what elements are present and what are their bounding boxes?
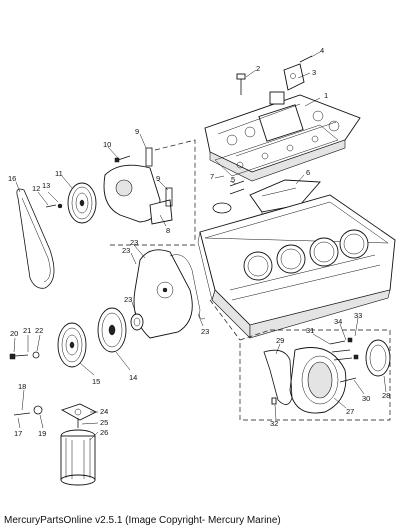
timing-cover-seal bbox=[130, 313, 144, 331]
callout-9-lower: 9 bbox=[156, 174, 160, 183]
engine-block bbox=[197, 194, 396, 339]
oil-filter bbox=[60, 429, 96, 486]
pulley-bolt bbox=[45, 203, 63, 209]
retainer-dowel bbox=[271, 397, 277, 405]
callout-24: 24 bbox=[100, 407, 108, 416]
crankshaft-pulley bbox=[57, 322, 87, 368]
callout-1: 1 bbox=[324, 91, 328, 100]
callout-2: 2 bbox=[256, 64, 260, 73]
timing-cover-gasket bbox=[169, 254, 206, 320]
callout-9-upper: 9 bbox=[135, 127, 139, 136]
assembly-boundaries bbox=[110, 139, 391, 421]
intake-manifold bbox=[204, 91, 361, 182]
callout-11: 11 bbox=[55, 169, 63, 178]
callout-30: 30 bbox=[362, 394, 370, 403]
callout-4: 4 bbox=[320, 46, 324, 55]
callout-23-b: 23 bbox=[130, 238, 138, 247]
callout-22: 22 bbox=[35, 326, 43, 335]
callout-27: 27 bbox=[346, 407, 354, 416]
harmonic-balancer bbox=[97, 307, 127, 353]
crank-pulley-bolt bbox=[9, 351, 40, 360]
callout-12: 12 bbox=[32, 184, 40, 193]
drive-belt bbox=[16, 188, 55, 289]
callout-5: 5 bbox=[231, 175, 235, 184]
manifold-gasket bbox=[214, 124, 339, 177]
callout-19: 19 bbox=[38, 429, 46, 438]
water-pump-gasket bbox=[145, 147, 173, 207]
callout-26: 26 bbox=[100, 428, 108, 437]
callout-21: 21 bbox=[23, 326, 31, 335]
callout-23-a: 23 bbox=[122, 246, 130, 255]
callout-20: 20 bbox=[10, 329, 18, 338]
callout-15: 15 bbox=[92, 377, 100, 386]
valley-seal-ring bbox=[212, 202, 232, 214]
callout-8: 8 bbox=[166, 226, 170, 235]
callout-14: 14 bbox=[129, 373, 137, 382]
callout-6: 6 bbox=[306, 168, 310, 177]
engine-exploded-diagram: 1 2 3 4 5 6 7 8 9 9 10 11 12 13 14 15 16… bbox=[8, 46, 396, 486]
callout-3: 3 bbox=[312, 68, 316, 77]
callout-16: 16 bbox=[8, 174, 16, 183]
manifold-bolt bbox=[236, 73, 246, 95]
retainer-bolts bbox=[329, 337, 359, 383]
callout-28: 28 bbox=[382, 391, 390, 400]
callout-29: 29 bbox=[276, 336, 284, 345]
callout-7: 7 bbox=[210, 172, 214, 181]
callout-23-d: 23 bbox=[124, 295, 132, 304]
callout-23-c: 23 bbox=[201, 327, 209, 336]
copyright-caption: MercuryPartsOnline v2.5.1 (Image Copyrig… bbox=[4, 515, 281, 526]
callout-31: 31 bbox=[306, 326, 314, 335]
lifting-bracket bbox=[283, 55, 313, 91]
baffle-bolt bbox=[229, 180, 245, 195]
rear-seal-gasket bbox=[263, 349, 293, 405]
water-pump bbox=[103, 164, 173, 225]
callout-33: 33 bbox=[354, 311, 362, 320]
callout-10: 10 bbox=[103, 140, 111, 149]
callout-17: 17 bbox=[14, 429, 22, 438]
callout-18: 18 bbox=[18, 382, 26, 391]
rear-seal-retainer bbox=[289, 347, 347, 414]
adapter-bolt bbox=[13, 405, 43, 416]
callout-labels: 1 2 3 4 5 6 7 8 9 9 10 11 12 13 14 15 16… bbox=[8, 46, 390, 438]
leader-lines bbox=[13, 51, 387, 441]
callout-34: 34 bbox=[334, 317, 342, 326]
water-pump-pulley bbox=[67, 182, 97, 224]
callout-32: 32 bbox=[270, 419, 278, 428]
water-pump-bolt bbox=[114, 155, 131, 163]
callout-25: 25 bbox=[100, 418, 108, 427]
callout-13: 13 bbox=[42, 181, 50, 190]
rear-main-seal bbox=[365, 339, 391, 377]
